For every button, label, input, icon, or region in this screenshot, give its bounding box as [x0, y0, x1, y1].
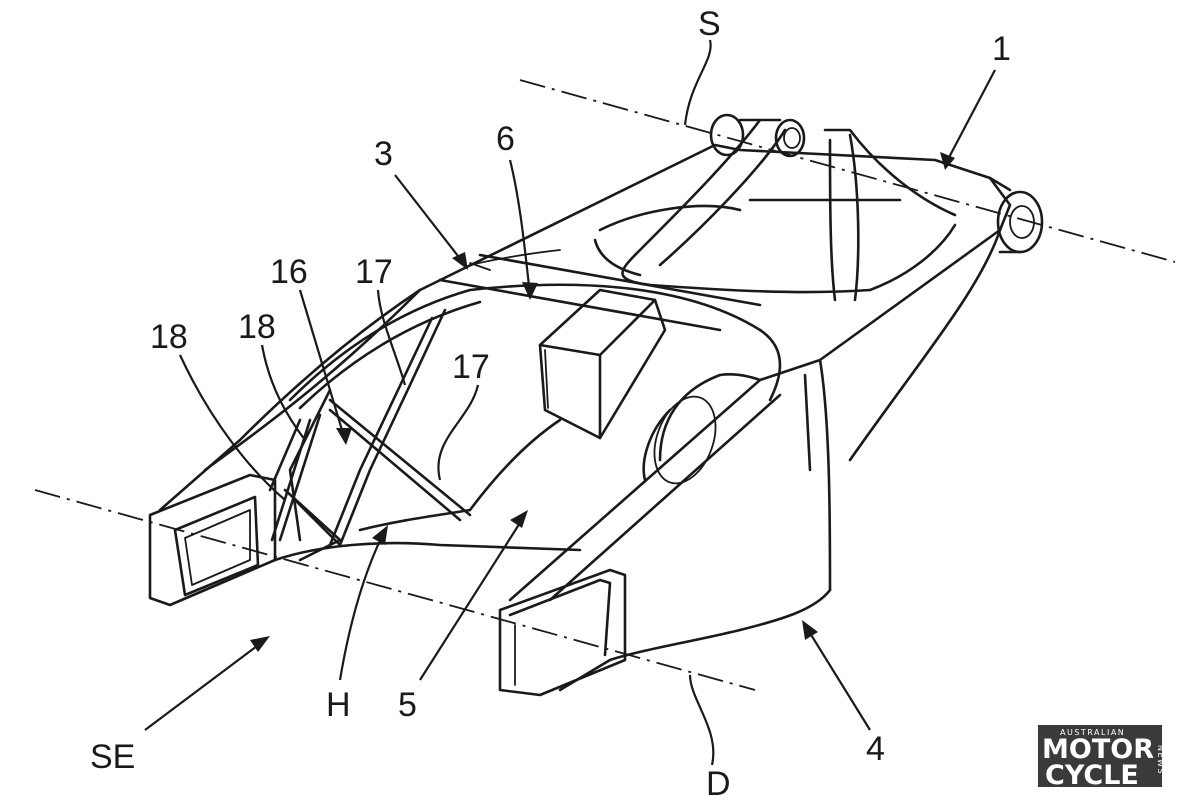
label-6: 6: [496, 120, 515, 158]
leader-16: [298, 289, 347, 441]
wheel-axis-d: [34, 489, 756, 691]
pivot-lug-assembly: [593, 113, 957, 302]
leader-1: [944, 69, 996, 166]
right-arm: [498, 228, 1002, 697]
leader-s: [683, 39, 712, 126]
leader-17b: [437, 384, 480, 481]
left-arm-end: [148, 473, 277, 607]
leader-17a: [376, 289, 407, 386]
label-d: D: [706, 765, 731, 800]
arrowhead-4: [802, 620, 818, 640]
label-s: S: [698, 5, 721, 43]
label-5: 5: [398, 686, 417, 724]
label-16: 16: [270, 253, 308, 291]
leader-lines: [144, 39, 996, 766]
pivot-axis-s: [519, 79, 1176, 263]
leader-h: [338, 529, 386, 681]
label-17a: 17: [355, 253, 393, 291]
arrowhead-se: [250, 636, 270, 652]
arrowhead-5: [510, 510, 528, 528]
leader-3: [394, 174, 466, 266]
reference-labels: S 1 3 6 16 17 17 18 18 H 5 SE D 4: [90, 5, 1011, 800]
arrowhead-h: [372, 525, 388, 545]
leader-5: [419, 514, 526, 681]
central-plate: [273, 283, 782, 562]
leader-4: [804, 624, 871, 731]
center-rib: [538, 288, 667, 440]
label-se: SE: [90, 738, 135, 776]
leader-18b: [260, 344, 306, 441]
arrowhead-3: [452, 252, 468, 270]
logo-top-text: AUSTRALIAN: [1060, 728, 1125, 737]
leader-6: [508, 159, 532, 296]
label-3: 3: [374, 135, 393, 173]
label-18a: 18: [150, 318, 188, 356]
label-1: 1: [992, 30, 1011, 68]
logo-side-text: NEWS: [1156, 745, 1165, 775]
label-h: H: [326, 686, 351, 724]
pivot-bushing: [988, 176, 1044, 254]
leader-d: [688, 674, 715, 766]
label-18b: 18: [238, 308, 276, 346]
arrowhead-16: [336, 428, 352, 445]
leader-18a: [179, 354, 286, 501]
logo-line2: CYCLE: [1045, 760, 1139, 791]
leader-se: [144, 639, 266, 731]
arrowhead-6: [522, 282, 538, 300]
motorcycle-news-logo: AUSTRALIAN MOTOR CYCLE NEWS: [1038, 725, 1165, 791]
label-4: 4: [866, 730, 885, 768]
truss-struts: [268, 308, 472, 547]
logo-line1: MOTOR: [1042, 734, 1154, 765]
arrowhead-1: [940, 152, 955, 170]
label-17b: 17: [452, 348, 490, 386]
